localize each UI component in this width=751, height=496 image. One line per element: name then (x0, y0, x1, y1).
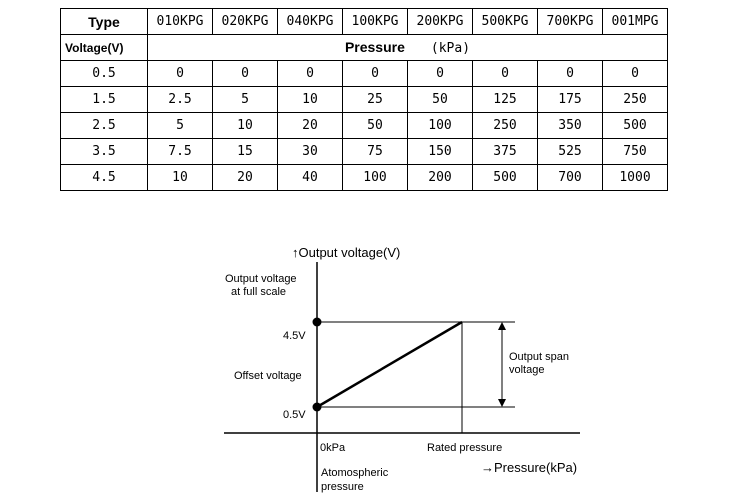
atmospheric-label: pressure (321, 481, 364, 493)
unit-header-row: Voltage(V) Pressure (kPa) (60, 34, 668, 61)
span-label: voltage (509, 364, 544, 376)
table-row: 2.5 5 10 20 50 100 250 350 500 (60, 112, 668, 139)
value-cell: 750 (602, 138, 668, 165)
type-header: Type (60, 8, 148, 35)
full-scale-label: at full scale (231, 286, 286, 298)
value-cell: 20 (212, 164, 278, 191)
value-cell: 500 (602, 112, 668, 139)
type-cell: 001MPG (602, 8, 668, 35)
value-cell: 100 (342, 164, 408, 191)
v-low-label: 0.5V (283, 409, 306, 421)
voltage-cell: 4.5 (60, 164, 148, 191)
value-cell: 500 (472, 164, 538, 191)
value-cell: 2.5 (147, 86, 213, 113)
pressure-label: Pressure (344, 39, 405, 55)
type-cell: 010KPG (147, 8, 213, 35)
span-label: Output span (509, 351, 569, 363)
value-cell: 125 (472, 86, 538, 113)
value-cell: 0 (602, 60, 668, 87)
v-high-label: 4.5V (283, 330, 306, 342)
value-cell: 525 (537, 138, 603, 165)
value-cell: 0 (407, 60, 473, 87)
table-row: 4.5 10 20 40 100 200 500 700 1000 (60, 164, 668, 191)
pressure-header: Pressure (kPa) (147, 34, 668, 61)
value-cell: 50 (342, 112, 408, 139)
table-row: 1.5 2.5 5 10 25 50 125 175 250 (60, 86, 668, 113)
y-axis-label: ↑Output voltage(V) (292, 245, 400, 260)
offset-label: Offset voltage (234, 370, 302, 382)
value-cell: 1000 (602, 164, 668, 191)
atmospheric-label: Atomospheric (321, 467, 389, 479)
value-cell: 75 (342, 138, 408, 165)
x-axis-label: →Pressure(kPa) (481, 460, 577, 475)
type-header-row: Type 010KPG 020KPG 040KPG 100KPG 200KPG … (60, 8, 668, 35)
origin-label: 0kPa (320, 442, 346, 454)
pressure-unit: (kPa) (430, 41, 471, 56)
value-cell: 30 (277, 138, 343, 165)
rated-pressure-label: Rated pressure (427, 442, 502, 454)
value-cell: 40 (277, 164, 343, 191)
full-scale-point (312, 317, 322, 327)
value-cell: 10 (147, 164, 213, 191)
value-cell: 200 (407, 164, 473, 191)
value-cell: 10 (277, 86, 343, 113)
value-cell: 15 (212, 138, 278, 165)
type-cell: 500KPG (472, 8, 538, 35)
output-characteristic-line (316, 320, 463, 409)
voltage-header: Voltage(V) (60, 34, 148, 61)
type-cell: 700KPG (537, 8, 603, 35)
type-cell: 040KPG (277, 8, 343, 35)
value-cell: 20 (277, 112, 343, 139)
value-cell: 0 (537, 60, 603, 87)
offset-point (312, 402, 322, 412)
pressure-voltage-table: Type 010KPG 020KPG 040KPG 100KPG 200KPG … (60, 8, 668, 191)
full-scale-label: Output voltage (225, 273, 297, 285)
value-cell: 100 (407, 112, 473, 139)
value-cell: 0 (342, 60, 408, 87)
